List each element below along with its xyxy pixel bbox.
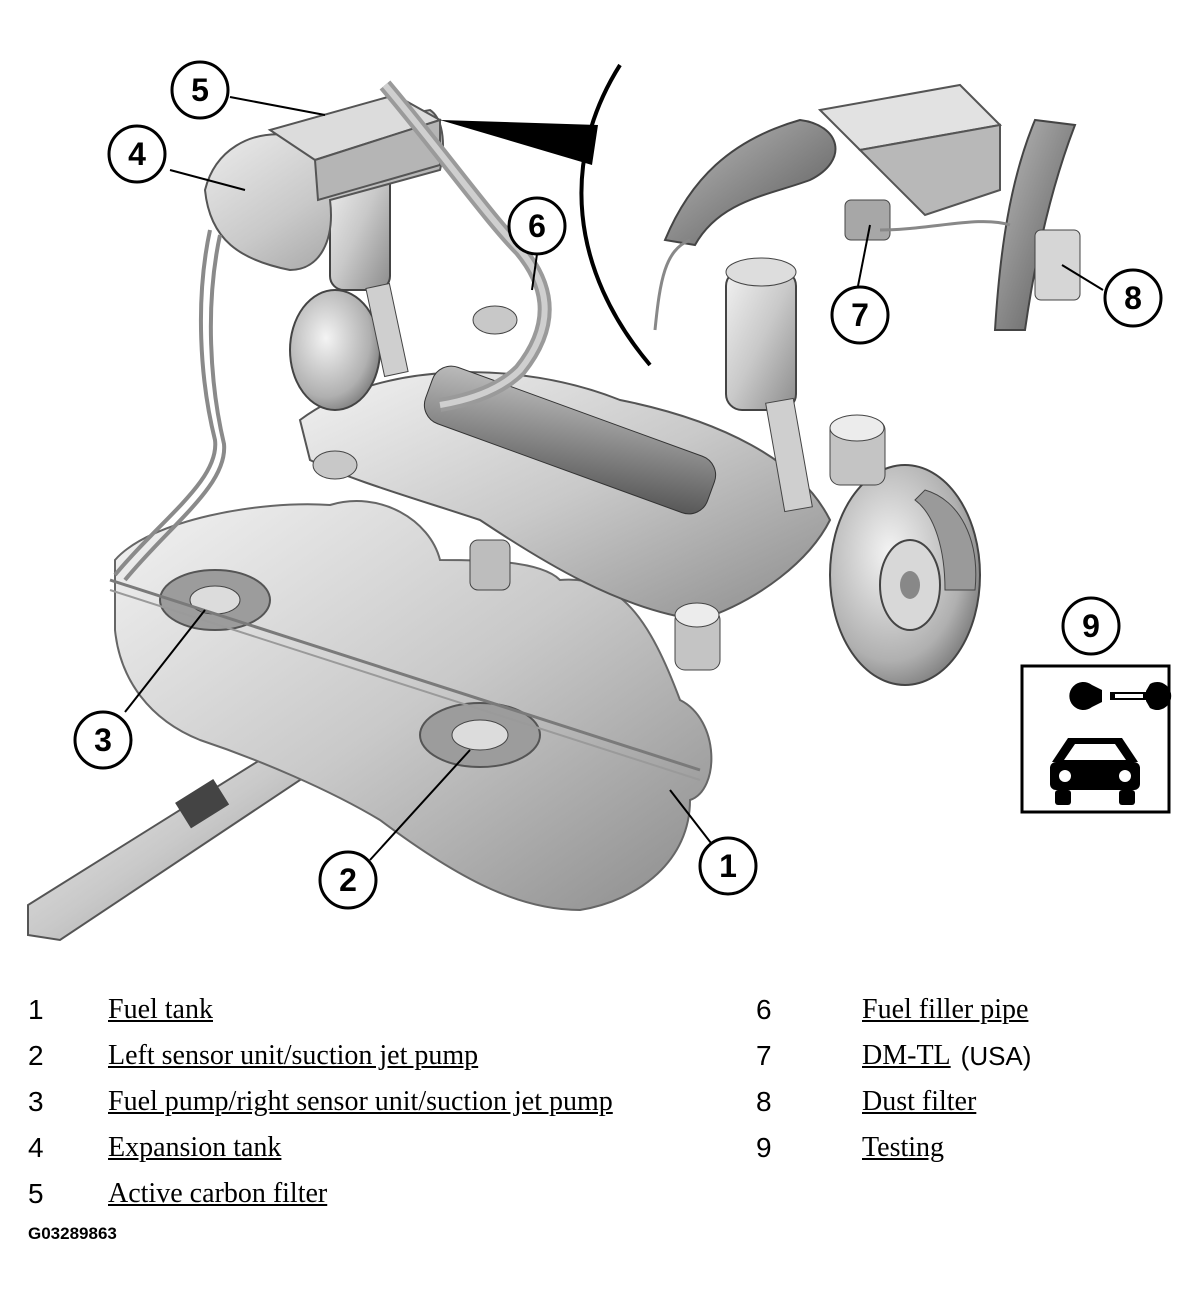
legend-item-3: 3 Fuel pump/right sensor unit/suction je…	[28, 1082, 613, 1122]
callout-8[interactable]: 8	[1103, 268, 1163, 328]
legend-number: 1	[28, 994, 44, 1025]
legend-link-fuel-pump[interactable]: Fuel pump/right sensor unit/suction jet …	[108, 1086, 613, 1117]
callout-9-number: 9	[1082, 608, 1100, 644]
callout-4[interactable]: 4	[107, 124, 167, 184]
callout-7[interactable]: 7	[830, 285, 890, 345]
wrench-icon	[1069, 682, 1172, 710]
legend-item-5: 5 Active carbon filter	[28, 1174, 327, 1214]
detail-pointer	[440, 63, 652, 367]
legend-number: 8	[756, 1086, 772, 1117]
callout-7-number: 7	[851, 297, 869, 333]
legend-number: 5	[28, 1178, 44, 1209]
legend-link-expansion-tank[interactable]: Expansion tank	[108, 1132, 282, 1163]
callout-6-number: 6	[528, 208, 546, 244]
legend-link-active-carbon-filter[interactable]: Active carbon filter	[108, 1178, 328, 1209]
legend-item-1: 1 Fuel tank	[28, 990, 213, 1030]
callout-8-number: 8	[1124, 280, 1142, 316]
callout-6[interactable]: 6	[507, 196, 567, 256]
legend-link-fuel-tank[interactable]: Fuel tank	[108, 994, 213, 1025]
callout-3-number: 3	[94, 722, 112, 758]
fuel-lines	[113, 80, 552, 582]
callout-5-number: 5	[191, 72, 209, 108]
legend-note-usa: (USA)	[960, 1040, 1032, 1071]
legend-number: 9	[756, 1132, 772, 1163]
legend-link-dust-filter[interactable]: Dust filter	[862, 1086, 977, 1117]
legend-link-dm-tl[interactable]: DM-TL	[862, 1040, 951, 1071]
rear-axle-assembly	[289, 289, 981, 686]
legend-number: 6	[756, 994, 772, 1025]
legend-number: 7	[756, 1040, 772, 1071]
figure-code: G03289863	[28, 1224, 117, 1243]
callout-2-number: 2	[339, 862, 357, 898]
testing-box[interactable]	[1020, 664, 1172, 814]
legend-item-9: 9 Testing	[756, 1128, 944, 1168]
callout-9[interactable]: 9	[1061, 596, 1121, 656]
leader-lines	[124, 96, 1104, 866]
active-carbon-filter-shape	[267, 93, 443, 202]
callout-2[interactable]: 2	[318, 850, 378, 910]
callout-4-number: 4	[128, 136, 146, 172]
legend-link-fuel-filler-pipe[interactable]: Fuel filler pipe	[862, 994, 1029, 1025]
legend-item-8: 8 Dust filter	[756, 1082, 976, 1122]
legend-item-2: 2 Left sensor unit/suction jet pump	[28, 1036, 478, 1076]
car-icon	[1050, 738, 1140, 805]
shock-absorber-right	[725, 257, 813, 513]
callout-1[interactable]: 1	[698, 836, 758, 896]
legend-item-7: 7 DM-TL (USA)	[756, 1036, 1031, 1076]
callout-3[interactable]: 3	[73, 710, 133, 770]
legend-link-testing[interactable]: Testing	[862, 1132, 945, 1163]
legend-item-4: 4 Expansion tank	[28, 1128, 281, 1168]
legend-item-6: 6 Fuel filler pipe	[756, 990, 1028, 1030]
callout-1-number: 1	[719, 848, 737, 884]
detail-inset	[653, 83, 1081, 331]
legend-number: 4	[28, 1132, 44, 1163]
callout-5[interactable]: 5	[170, 60, 230, 120]
legend-link-left-sensor-unit[interactable]: Left sensor unit/suction jet pump	[108, 1040, 479, 1071]
fuel-tank-shape	[109, 500, 713, 912]
legend-number: 3	[28, 1086, 44, 1117]
legend-number: 2	[28, 1040, 44, 1071]
fuel-system-diagram: 1 2 3 4 5 6 7 8 9	[27, 60, 1172, 942]
